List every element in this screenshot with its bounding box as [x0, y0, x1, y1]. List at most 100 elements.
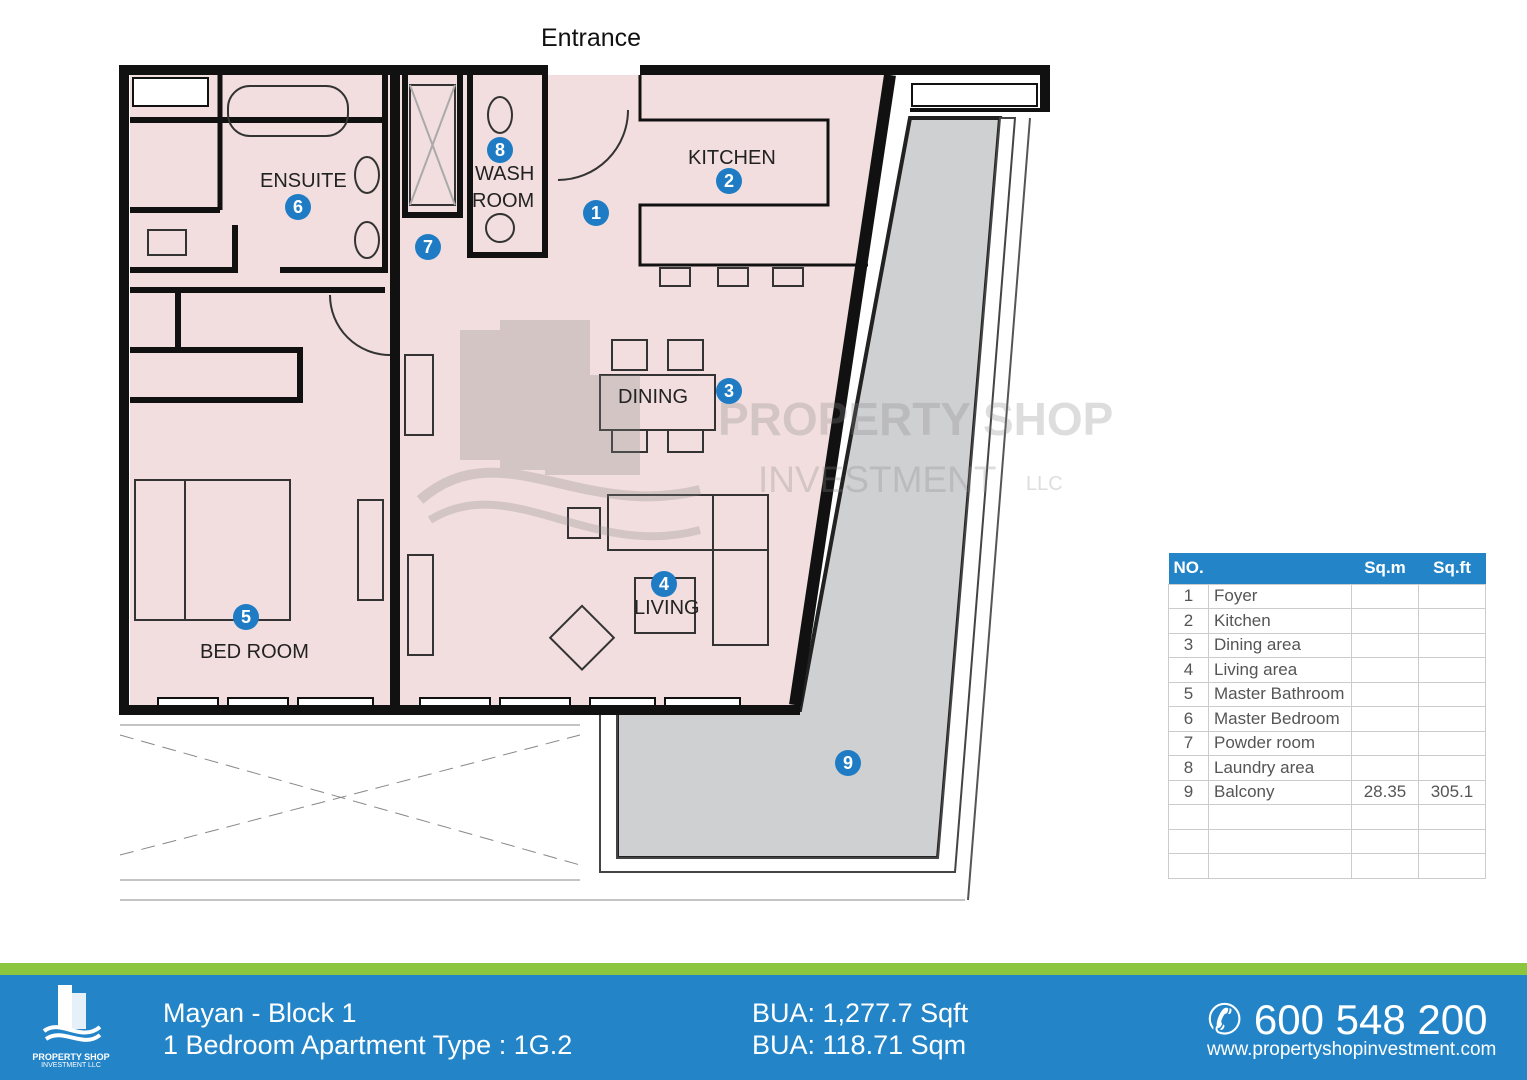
cell-no	[1168, 853, 1209, 879]
apartment-type: 1 Bedroom Apartment Type : 1G.2	[163, 1030, 573, 1060]
cell-no: 3	[1168, 632, 1209, 658]
cell-sqm	[1351, 853, 1419, 879]
cell-no: 9	[1168, 779, 1209, 805]
cell-sqft	[1418, 828, 1486, 854]
entrance-label: Entrance	[541, 24, 642, 52]
furniture	[134, 84, 804, 671]
terrace	[119, 724, 965, 901]
table-row	[1168, 853, 1486, 879]
cell-name: Kitchen	[1208, 608, 1352, 634]
cell-no: 8	[1168, 755, 1209, 781]
label-wash: WASH	[475, 163, 534, 185]
cell-sqft	[1418, 608, 1486, 634]
marker-2: 2	[716, 168, 742, 194]
label-kitchen: KITCHEN	[688, 147, 776, 169]
watermark-llc: LLC	[1026, 473, 1063, 495]
website-link[interactable]: www.propertyshopinvestment.com	[1207, 1039, 1497, 1060]
svg-text:2: 2	[724, 171, 734, 191]
marker-1: 1	[583, 200, 609, 226]
svg-text:3: 3	[724, 381, 734, 401]
interior-floor	[130, 75, 890, 705]
label-living: LIVING	[634, 597, 700, 619]
cell-no: 5	[1168, 681, 1209, 707]
svg-text:5: 5	[241, 607, 251, 627]
marker-7: 7	[415, 234, 441, 260]
watermark-line1: PROPERTY SHOP	[718, 393, 1113, 445]
marker-9: 9	[835, 750, 861, 776]
marker-5: 5	[233, 604, 259, 630]
cell-no: 4	[1168, 657, 1209, 683]
cell-no	[1168, 828, 1209, 854]
label-bedroom: BED ROOM	[200, 641, 309, 663]
accent-bar	[0, 963, 1527, 975]
header-no: NO.	[1168, 553, 1352, 584]
cell-name: Dining area	[1208, 632, 1352, 658]
cell-sqft	[1418, 755, 1486, 781]
cell-sqft	[1418, 853, 1486, 879]
cell-no: 1	[1168, 583, 1209, 609]
phone-link[interactable]: ✆ 600 548 200	[1207, 996, 1488, 1043]
cell-sqm: 28.35	[1351, 779, 1419, 805]
windows	[132, 77, 1038, 707]
cell-sqft	[1418, 657, 1486, 683]
header-sqm: Sq.m	[1351, 553, 1419, 584]
cell-name: Master Bedroom	[1208, 706, 1352, 732]
cell-name: Powder room	[1208, 730, 1352, 756]
cell-sqm	[1351, 804, 1419, 830]
cell-no: 6	[1168, 706, 1209, 732]
bua-sqm: BUA: 118.71 Sqm	[752, 1030, 967, 1060]
marker-6: 6	[285, 194, 311, 220]
cell-sqft	[1418, 632, 1486, 658]
header-sqft: Sq.ft	[1418, 553, 1486, 584]
cell-sqft	[1418, 681, 1486, 707]
cell-name: Balcony	[1208, 779, 1352, 805]
cell-no: 7	[1168, 730, 1209, 756]
project-name: Mayan - Block 1	[163, 998, 357, 1028]
bua-sqft: BUA: 1,277.7 Sqft	[752, 998, 969, 1028]
cell-name: Foyer	[1208, 583, 1352, 609]
svg-text:6: 6	[293, 197, 303, 217]
cell-no: 2	[1168, 608, 1209, 634]
cell-sqm	[1351, 681, 1419, 707]
cell-sqm	[1351, 632, 1419, 658]
svg-text:4: 4	[659, 574, 669, 594]
svg-text:8: 8	[495, 140, 505, 160]
marker-8: 8	[487, 137, 513, 163]
cell-sqm	[1351, 583, 1419, 609]
cell-name	[1208, 828, 1352, 854]
cell-sqft	[1418, 583, 1486, 609]
cell-sqm	[1351, 755, 1419, 781]
cell-sqft: 305.1	[1418, 779, 1486, 805]
cell-name: Master Bathroom	[1208, 681, 1352, 707]
table-row	[1168, 804, 1486, 830]
floor-plan: PROPERTY SHOP INVESTMENT LLC ENSUITE KIT…	[119, 65, 1113, 901]
company-logo: PROPERTY SHOP INVESTMENT LLC	[26, 983, 116, 1069]
cell-sqft	[1418, 706, 1486, 732]
phone-icon: ✆	[1207, 996, 1243, 1043]
label-dining: DINING	[618, 386, 688, 408]
cell-sqft	[1418, 730, 1486, 756]
footer: PROPERTY SHOP INVESTMENT LLC Mayan - Blo…	[0, 975, 1527, 1080]
watermark: PROPERTY SHOP INVESTMENT LLC	[416, 320, 1113, 541]
cell-sqft	[1418, 804, 1486, 830]
label-ensuite: ENSUITE	[260, 170, 347, 192]
marker-4: 4	[651, 571, 677, 597]
walls	[119, 65, 1050, 715]
svg-text:7: 7	[423, 237, 433, 257]
cell-name	[1208, 853, 1352, 879]
cell-sqm	[1351, 657, 1419, 683]
cell-name: Laundry area	[1208, 755, 1352, 781]
cell-name	[1208, 804, 1352, 830]
cell-sqm	[1351, 828, 1419, 854]
svg-text:9: 9	[843, 753, 853, 773]
